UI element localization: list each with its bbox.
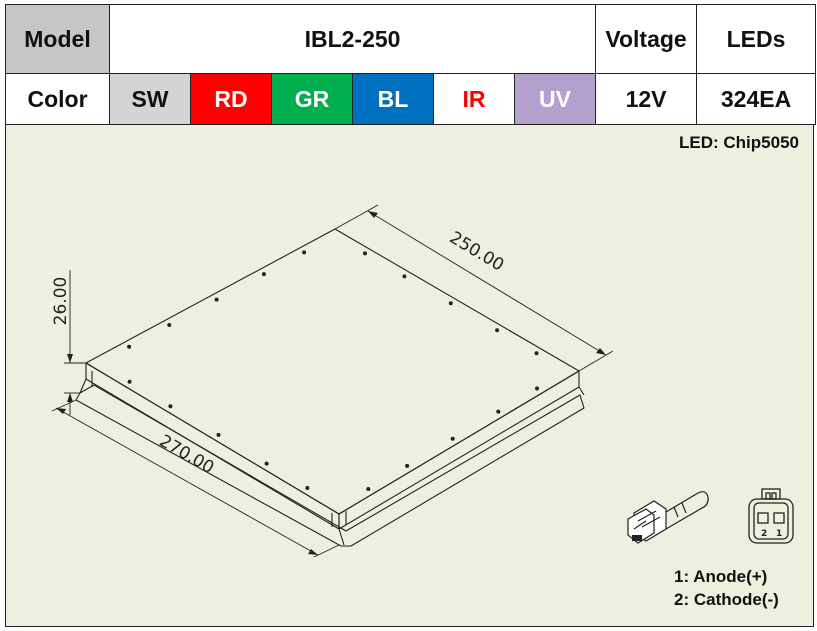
panel-screw [535, 386, 539, 391]
connector-cable-icon [627, 491, 709, 544]
color-option-bl: BL [352, 73, 434, 125]
color-option-rd: RD [190, 73, 272, 125]
panel-top-face [85, 228, 580, 515]
panel-screw [363, 251, 367, 256]
pin-legend-cathode: 2: Cathode(-) [674, 590, 779, 609]
color-label: Color [5, 73, 110, 125]
led-type-note: LED: Chip5050 [679, 133, 799, 152]
model-label: Model [5, 4, 110, 74]
panel-screw [366, 487, 371, 491]
panel-screw [495, 328, 500, 333]
panel-screw [127, 379, 132, 384]
voltage-value: 12V [595, 73, 698, 125]
panel-screw [261, 272, 266, 277]
panel-screw [534, 351, 539, 356]
panel-screw [127, 344, 132, 349]
connector-face-icon: 2 1 [748, 488, 794, 544]
panel-screw [168, 404, 173, 409]
leds-label: LEDs [696, 4, 817, 74]
panel-screw [305, 486, 310, 490]
pin-label-1: 1 [776, 529, 782, 539]
panel-screw [402, 274, 407, 279]
panel-base-flange [75, 384, 585, 547]
panel-screw [450, 436, 455, 441]
panel-screw [405, 463, 410, 468]
dimension-height: 26.00 [51, 277, 71, 326]
leds-value: 324EA [696, 73, 817, 125]
panel-screw [214, 297, 219, 302]
model-value: IBL2-250 [108, 4, 597, 74]
color-option-ir: IR [433, 73, 515, 125]
spec-row-color: Color SW RD GR BL IR UV 12V 324EA [5, 73, 817, 125]
technical-drawing: LED: Chip5050 [5, 124, 814, 627]
spec-row-model: Model IBL2-250 Voltage LEDs [5, 4, 817, 74]
panel-screw [264, 461, 269, 466]
voltage-label: Voltage [595, 4, 698, 74]
color-option-gr: GR [271, 73, 353, 125]
color-option-sw: SW [109, 73, 191, 125]
panel-screw [216, 432, 221, 437]
panel-screw [448, 301, 453, 306]
panel-screw [302, 250, 307, 255]
panel-screw [167, 323, 172, 327]
pin-label-2: 2 [761, 529, 767, 539]
panel-screws [127, 250, 539, 491]
panel-right-side [338, 370, 580, 530]
spec-table: Model IBL2-250 Voltage LEDs Color SW RD … [5, 4, 817, 125]
color-option-uv: UV [513, 73, 597, 125]
pin-legend-anode: 1: Anode(+) [674, 567, 768, 586]
led-panel-isometric-icon: 2 1 250.00 270.00 26.00 [51, 204, 794, 558]
pin-legend: 1: Anode(+) 2: Cathode(-) [674, 565, 779, 611]
dimension-depth: 250.00 [446, 228, 507, 276]
panel-screw [496, 409, 501, 414]
